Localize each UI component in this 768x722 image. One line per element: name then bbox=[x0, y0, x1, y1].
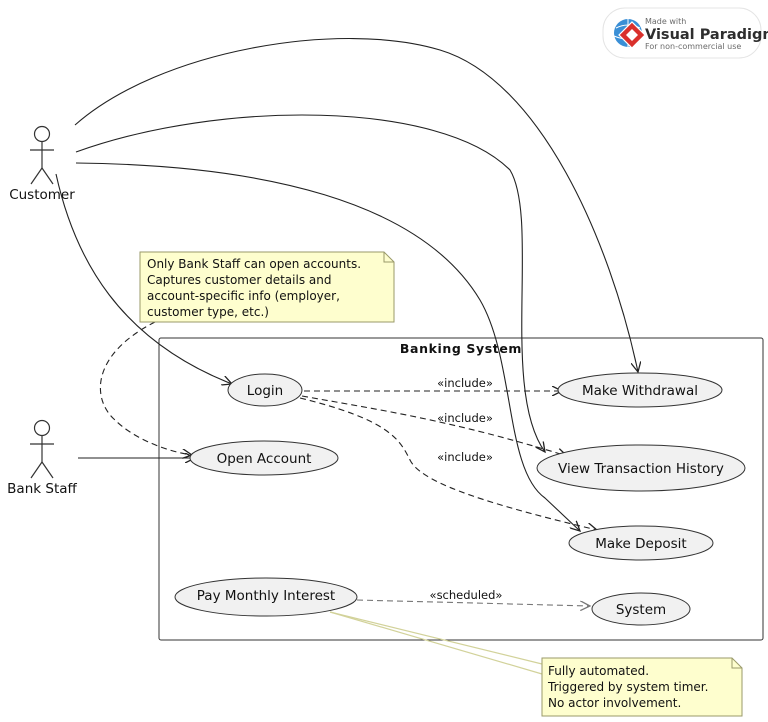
include-label-deposit: «include» bbox=[437, 450, 493, 464]
use-case-pay-monthly-interest-label: Pay Monthly Interest bbox=[197, 588, 335, 604]
note-open-account-line: account-specific info (employer, bbox=[147, 289, 340, 303]
use-case-login-label: Login bbox=[247, 383, 283, 399]
note-connector-interest bbox=[329, 611, 543, 665]
actor-bank-staff-label: Bank Staff bbox=[7, 481, 77, 497]
use-case-make-withdrawal-label: Make Withdrawal bbox=[582, 383, 698, 399]
system-boundary-title: Banking System bbox=[400, 341, 522, 356]
association-customer-deposit bbox=[75, 162, 580, 531]
note-interest-line: Fully automated. bbox=[548, 664, 649, 678]
association-customer-history bbox=[75, 114, 545, 452]
note-open-account-line: Only Bank Staff can open accounts. bbox=[147, 257, 361, 271]
associations bbox=[55, 38, 638, 531]
association-customer-login bbox=[55, 173, 232, 384]
include-login-deposit bbox=[299, 397, 597, 530]
note-open-account-line: customer type, etc.) bbox=[147, 305, 269, 319]
note-open-account: Only Bank Staff can open accounts. Captu… bbox=[139, 251, 395, 323]
use-case-open-account[interactable]: Open Account bbox=[189, 440, 339, 476]
include-label-withdrawal: «include» bbox=[437, 376, 493, 390]
note-pay-monthly-interest: Fully automated. Triggered by system tim… bbox=[541, 657, 743, 717]
use-case-make-deposit[interactable]: Make Deposit bbox=[568, 525, 714, 561]
system-boundary: Banking System bbox=[158, 337, 764, 641]
use-case-system[interactable]: System bbox=[591, 592, 691, 626]
scheduled-interest-system bbox=[356, 599, 590, 606]
note-open-account-line: Captures customer details and bbox=[147, 273, 331, 287]
watermark-tagline: For non-commercial use bbox=[645, 42, 741, 51]
use-case-login[interactable]: Login bbox=[227, 373, 303, 407]
actor-customer[interactable]: Customer bbox=[9, 125, 75, 204]
association-customer-withdrawal bbox=[74, 38, 638, 372]
include-relationships bbox=[299, 391, 597, 530]
use-case-view-transaction-history[interactable]: View Transaction History bbox=[536, 444, 746, 492]
include-label-history: «include» bbox=[437, 411, 493, 425]
watermark-brand: Visual Paradigm bbox=[645, 27, 768, 43]
actor-bank-staff[interactable]: Bank Staff bbox=[7, 419, 78, 498]
scheduled-label: «scheduled» bbox=[430, 588, 503, 602]
use-case-make-withdrawal[interactable]: Make Withdrawal bbox=[557, 372, 723, 408]
watermark-made-with: Made with bbox=[645, 17, 686, 26]
visual-paradigm-watermark: Made with Visual Paradigm For non-commer… bbox=[602, 7, 768, 59]
use-case-pay-monthly-interest[interactable]: Pay Monthly Interest bbox=[174, 577, 358, 617]
visual-paradigm-logo-icon bbox=[613, 19, 646, 49]
use-case-view-transaction-history-label: View Transaction History bbox=[558, 461, 724, 477]
note-connector-open-account bbox=[99, 321, 192, 455]
use-case-system-label: System bbox=[616, 602, 666, 618]
actor-customer-label: Customer bbox=[9, 187, 75, 203]
use-case-open-account-label: Open Account bbox=[217, 451, 312, 467]
use-case-make-deposit-label: Make Deposit bbox=[595, 536, 686, 552]
note-interest-line: Triggered by system timer. bbox=[547, 680, 708, 694]
note-interest-line: No actor involvement. bbox=[548, 696, 681, 710]
